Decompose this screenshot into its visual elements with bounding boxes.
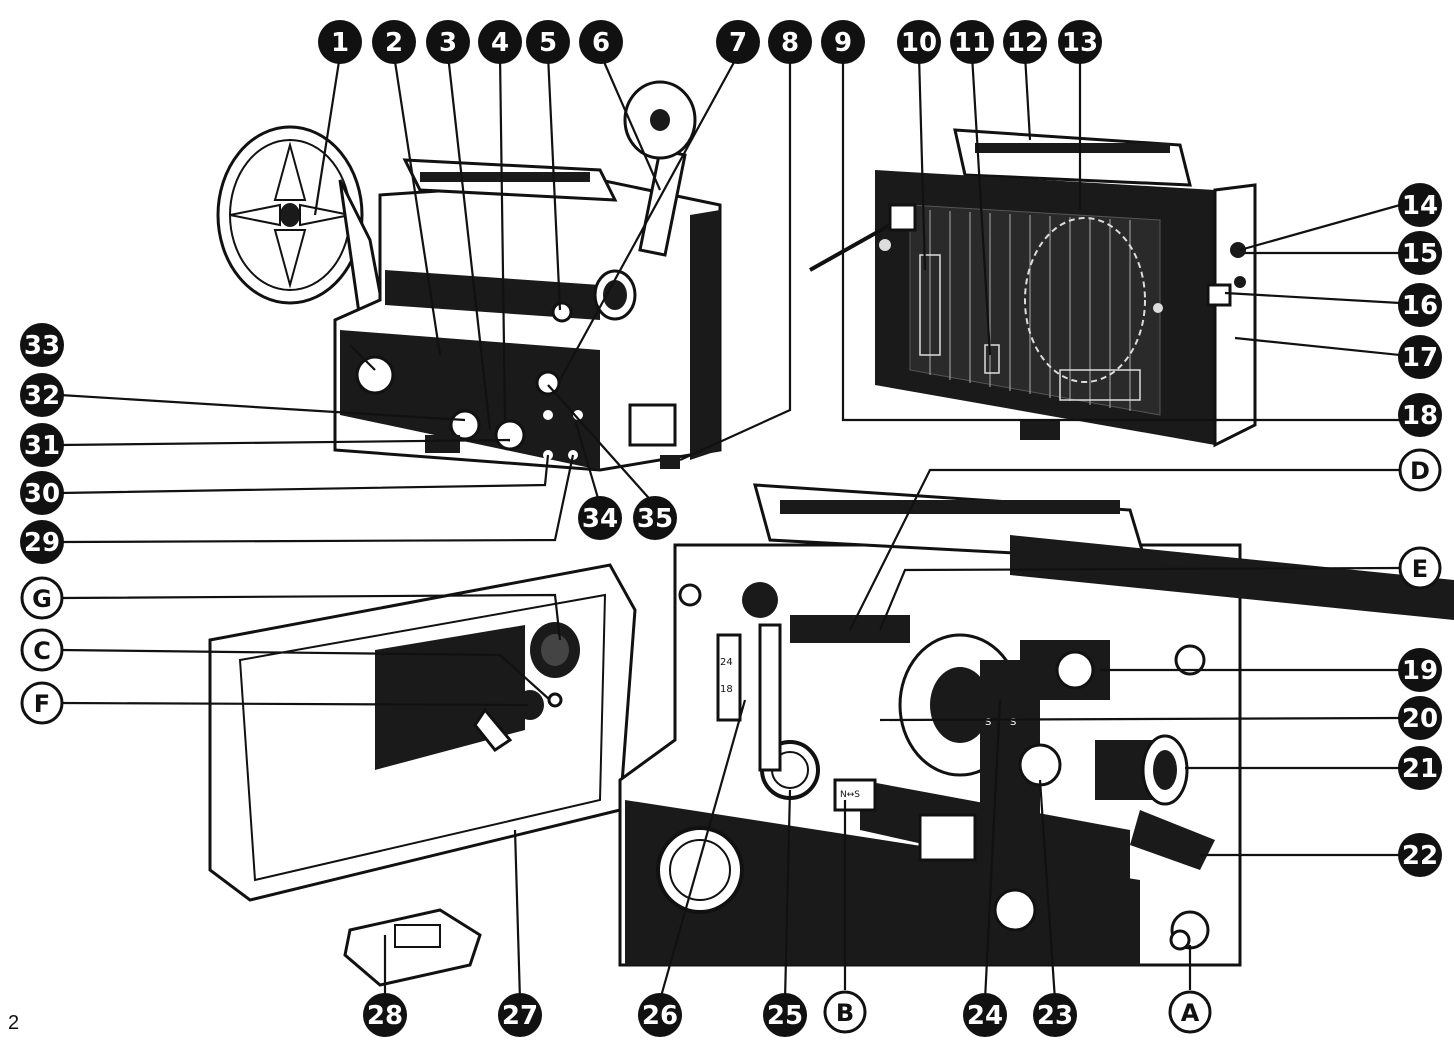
callout-4-label: 4	[491, 28, 509, 58]
callout-16-label: 16	[1402, 291, 1438, 321]
callout-29-label: 29	[24, 528, 60, 558]
callout-22-label: 22	[1402, 841, 1438, 871]
callout-25: 25	[763, 993, 807, 1037]
callout-28: 28	[363, 993, 407, 1037]
callout-22: 22	[1398, 833, 1442, 877]
callout-14-label: 14	[1402, 191, 1438, 221]
callout-3: 3	[426, 20, 470, 64]
callout-1: 1	[318, 20, 362, 64]
callout-3-label: 3	[439, 28, 457, 58]
callout-33: 33	[20, 323, 64, 367]
callout-4: 4	[478, 20, 522, 64]
callout-23-label: 23	[1037, 1001, 1073, 1031]
callout-9: 9	[821, 20, 865, 64]
callout-2: 2	[372, 20, 416, 64]
callout-15-label: 15	[1402, 239, 1438, 269]
callout-a-label: A	[1181, 999, 1200, 1027]
callout-6-label: 6	[592, 28, 610, 58]
callout-d: D	[1398, 448, 1442, 492]
callout-27-label: 27	[502, 1001, 538, 1031]
callout-26-label: 26	[642, 1001, 678, 1031]
callout-24: 24	[963, 993, 1007, 1037]
callout-c-label: C	[33, 637, 51, 665]
callout-21: 21	[1398, 746, 1442, 790]
callout-34: 34	[578, 496, 622, 540]
mode-marking-ns: N↔S	[840, 790, 860, 800]
callout-35-label: 35	[637, 504, 673, 534]
callout-16: 16	[1398, 283, 1442, 327]
callout-6: 6	[579, 20, 623, 64]
callout-33-label: 33	[24, 331, 60, 361]
callout-18-label: 18	[1402, 401, 1438, 431]
callout-g-label: G	[32, 585, 52, 613]
callout-15: 15	[1398, 231, 1442, 275]
callout-14: 14	[1398, 183, 1442, 227]
callout-30-label: 30	[24, 479, 60, 509]
callout-17: 17	[1398, 335, 1442, 379]
callout-10: 10	[897, 20, 941, 64]
callout-35: 35	[633, 496, 677, 540]
callout-11: 11	[950, 20, 994, 64]
callout-5-label: 5	[539, 28, 557, 58]
callout-24-label: 24	[967, 1001, 1003, 1031]
callout-f: F	[20, 681, 64, 725]
callout-1-label: 1	[331, 28, 349, 58]
callout-5: 5	[526, 20, 570, 64]
callout-g: G	[20, 576, 64, 620]
callout-7: 7	[716, 20, 760, 64]
gate-marking-s1: S	[985, 717, 991, 728]
speed-marking-24: 24	[720, 657, 733, 668]
gate-marking-s2: S	[1010, 717, 1016, 728]
callout-20-label: 20	[1402, 704, 1438, 734]
callout-17-label: 17	[1402, 343, 1438, 373]
callout-19: 19	[1398, 648, 1442, 692]
callout-f-label: F	[34, 690, 50, 718]
callout-20: 20	[1398, 696, 1442, 740]
callout-34-label: 34	[582, 504, 618, 534]
callout-31: 31	[20, 423, 64, 467]
callout-26: 26	[638, 993, 682, 1037]
front-cover-open-view	[208, 563, 637, 987]
callout-13-label: 13	[1062, 28, 1098, 58]
callout-10-label: 10	[901, 28, 937, 58]
callout-e-label: E	[1412, 555, 1428, 583]
callout-29: 29	[20, 520, 64, 564]
supply-reel-illustration	[216, 125, 387, 322]
callout-23: 23	[1033, 993, 1077, 1037]
callout-32-label: 32	[24, 381, 60, 411]
callout-d-label: D	[1410, 457, 1430, 485]
callout-8-label: 8	[781, 28, 799, 58]
callout-8: 8	[768, 20, 812, 64]
callout-b: B	[823, 990, 867, 1034]
callout-27: 27	[498, 993, 542, 1037]
callout-9-label: 9	[834, 28, 852, 58]
callout-11-label: 11	[954, 28, 990, 58]
callout-31-label: 31	[24, 431, 60, 461]
callout-19-label: 19	[1402, 656, 1438, 686]
projector-front-view	[216, 80, 722, 472]
callout-12-label: 12	[1007, 28, 1043, 58]
callout-2-label: 2	[385, 28, 403, 58]
callout-21-label: 21	[1402, 754, 1438, 784]
callout-a: A	[1168, 990, 1212, 1034]
callout-28-label: 28	[367, 1001, 403, 1031]
leader-lines	[59, 54, 1406, 1001]
callout-32: 32	[20, 373, 64, 417]
callout-7-label: 7	[729, 28, 747, 58]
projector-rear-view	[809, 128, 1257, 448]
callout-c: C	[20, 628, 64, 672]
callout-25-label: 25	[767, 1001, 803, 1031]
page-number: 2	[8, 1012, 20, 1034]
callout-18: 18	[1398, 393, 1442, 437]
callout-30: 30	[20, 471, 64, 515]
callout-13: 13	[1058, 20, 1102, 64]
projector-open-mechanism-view: 24 18 S S N↔S	[618, 483, 1454, 967]
speed-marking-18: 18	[720, 684, 733, 695]
callout-b-label: B	[836, 999, 854, 1027]
callout-12: 12	[1003, 20, 1047, 64]
callout-e: E	[1398, 546, 1442, 590]
